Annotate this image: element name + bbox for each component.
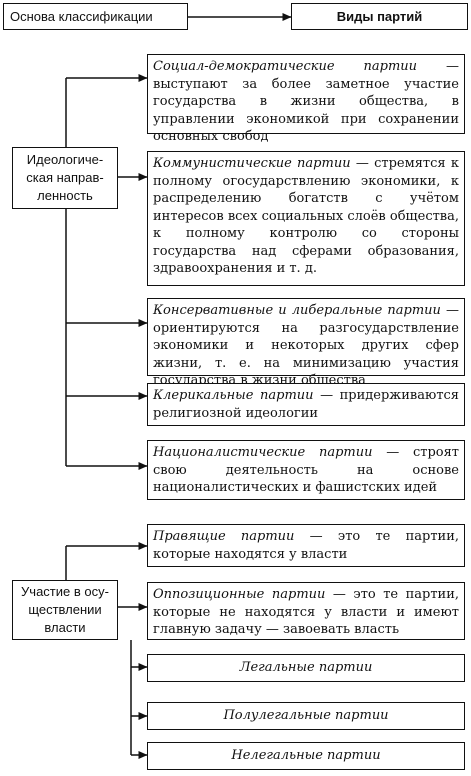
type-name: Националистические партии [153,445,373,460]
basis-ideology-box: Идеологиче- ская направ- ленность [12,147,118,209]
type-desc: — стремятся к полному огосударствлению э… [153,156,459,276]
type-communist: Коммунистические партии — стремятся к по… [147,151,465,286]
basis-power-line: Участие в осу- [21,584,109,599]
type-desc: — строят свою деятельность на основе нац… [153,445,459,495]
type-name: Оппозиционные партии [153,587,326,602]
type-desc: — это те партии, которые находятся у вла… [153,529,460,562]
subtype-label: Полулегальные партии [223,708,389,724]
type-clerical: Клерикальные партии — придерживаются рел… [147,383,465,426]
subtype-label: Нелегальные партии [231,748,381,764]
header-basis-label: Основа классификации [10,8,153,24]
type-name: Консервативные и либеральные партии [153,303,441,318]
subtype-legal: Легальные партии [147,654,465,682]
type-social-democratic: Социал-демократические партии — выступаю… [147,54,465,144]
type-conservative-liberal: Консервативные и либеральные партии — ор… [147,298,465,388]
basis-power-line: власти [44,620,86,635]
basis-ideology-line: ская направ- [26,170,104,185]
basis-ideology-line: ленность [37,188,93,203]
type-name: Клерикальные партии [153,388,314,403]
subtype-illegal: Нелегальные партии [147,742,465,770]
type-desc: — выступают за более заметное участие го… [153,59,459,144]
header-basis-box: Основа классификации [3,3,188,30]
type-name: Коммунистические партии [153,156,351,171]
subtype-semilegal: Полулегальные партии [147,702,465,730]
basis-power-line: ществлении [28,602,102,617]
header-types-box: Виды партий [291,3,468,30]
basis-power-box: Участие в осу- ществлении власти [12,580,118,640]
type-desc: — это те партии, которые не находятся у … [153,587,459,637]
type-desc: — придерживаются религиозной идеологии [153,388,459,421]
type-name: Правящие партии [153,529,295,544]
basis-ideology-line: Идеологиче- [26,152,104,167]
type-nationalist: Националистические партии — строят свою … [147,440,465,500]
subtype-label: Легальные партии [239,660,373,676]
type-opposition: Оппозиционные партии — это те партии, ко… [147,582,465,640]
type-name: Социал-демократические партии [153,59,418,74]
type-ruling: Правящие партии — это те партии, которые… [147,524,465,567]
header-types-label: Виды партий [336,8,423,24]
